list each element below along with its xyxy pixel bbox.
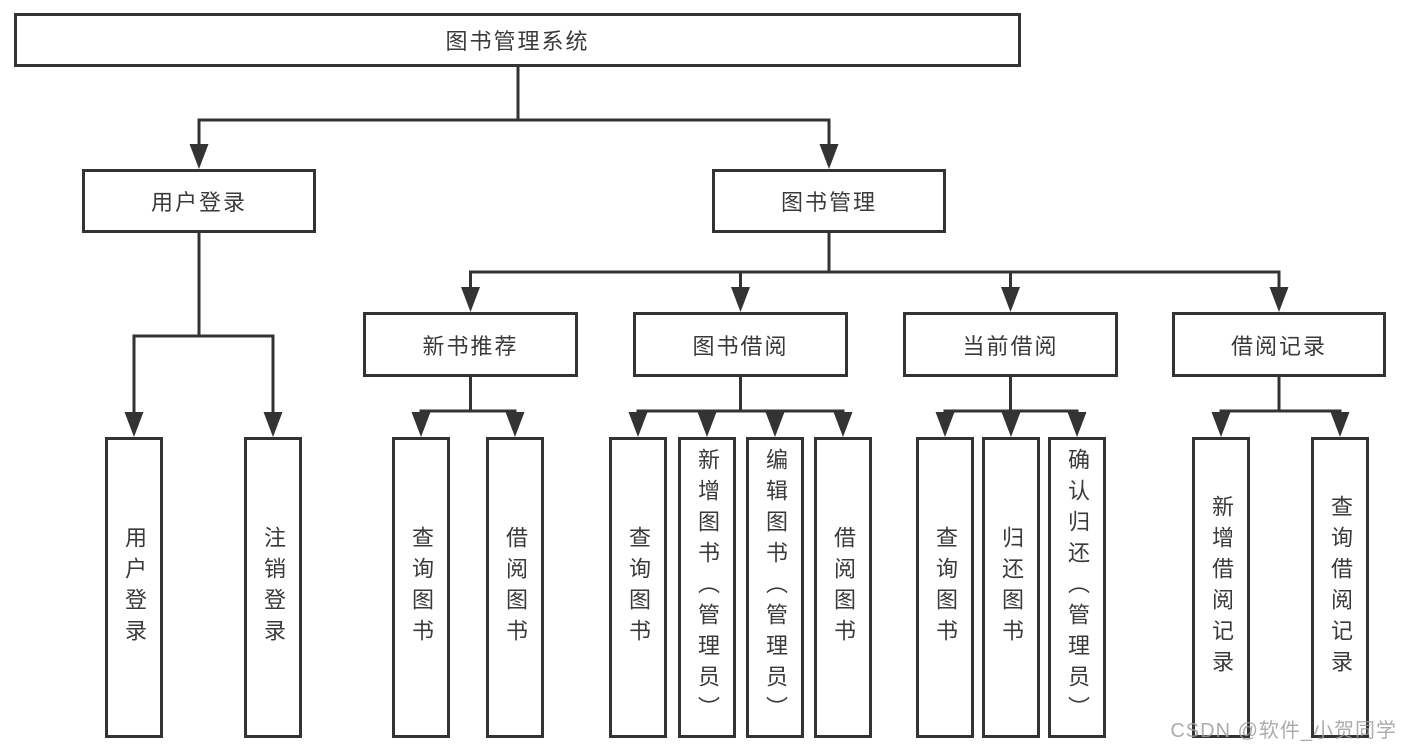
node-current-borrowing: 当前借阅: [903, 312, 1118, 377]
node-borrowing-records: 借阅记录: [1172, 312, 1386, 377]
leaf-add-books-admin-label: 新增图书（管理员）: [695, 448, 720, 727]
node-library-management-system-label: 图书管理系统: [445, 29, 590, 54]
node-current-borrowing-label: 当前借阅: [962, 333, 1059, 359]
leaf-edit-books-admin-label: 编辑图书（管理员）: [763, 448, 788, 727]
leaf-edit-books-admin: 编辑图书（管理员）: [746, 437, 804, 738]
leaf-query-books-current-label: 查询图书: [933, 525, 958, 650]
leaf-query-books-borrowing: 查询图书: [609, 437, 667, 738]
node-user-login: 用户登录: [82, 169, 316, 233]
leaf-borrow-books-borrowing-label: 借阅图书: [831, 525, 856, 650]
node-library-management-system: 图书管理系统: [14, 13, 1021, 67]
leaf-borrow-books-recommend-label: 借阅图书: [503, 525, 528, 650]
node-book-management-label: 图书管理: [780, 190, 877, 215]
leaf-query-borrow-record-label: 查询借阅记录: [1328, 494, 1353, 681]
leaf-query-borrow-record: 查询借阅记录: [1311, 437, 1369, 738]
leaf-add-borrow-record-label: 新增借阅记录: [1209, 494, 1234, 681]
node-user-login-label: 用户登录: [150, 190, 247, 215]
leaf-borrow-books-recommend: 借阅图书: [486, 437, 544, 738]
arrowheads: [124, 144, 1350, 437]
leaf-confirm-return-admin-label: 确认归还（管理员）: [1065, 448, 1090, 727]
leaf-query-books-recommend: 查询图书: [392, 437, 450, 738]
leaf-return-books-label: 归还图书: [999, 525, 1024, 650]
leaf-logout-label: 注销登录: [261, 525, 286, 650]
node-new-book-recommendation: 新书推荐: [363, 312, 578, 377]
leaf-logout: 注销登录: [244, 437, 302, 738]
node-book-borrowing-label: 图书借阅: [692, 333, 789, 359]
leaf-return-books: 归还图书: [982, 437, 1040, 738]
leaf-confirm-return-admin: 确认归还（管理员）: [1048, 437, 1106, 738]
node-book-management: 图书管理: [712, 169, 946, 233]
watermark-text: CSDN @软件_小贺同学: [1170, 720, 1397, 742]
leaf-user-login-label: 用户登录: [122, 525, 147, 650]
leaf-user-login: 用户登录: [105, 437, 163, 738]
node-borrowing-records-label: 借阅记录: [1230, 333, 1327, 359]
leaf-query-books-borrowing-label: 查询图书: [626, 525, 651, 650]
node-book-borrowing: 图书借阅: [633, 312, 848, 377]
leaf-add-books-admin: 新增图书（管理员）: [678, 437, 736, 738]
node-new-book-recommendation-label: 新书推荐: [422, 333, 519, 359]
leaf-query-books-current: 查询图书: [916, 437, 974, 738]
leaf-borrow-books-borrowing: 借阅图书: [814, 437, 872, 738]
leaf-query-books-recommend-label: 查询图书: [409, 525, 434, 650]
leaf-add-borrow-record: 新增借阅记录: [1192, 437, 1250, 738]
